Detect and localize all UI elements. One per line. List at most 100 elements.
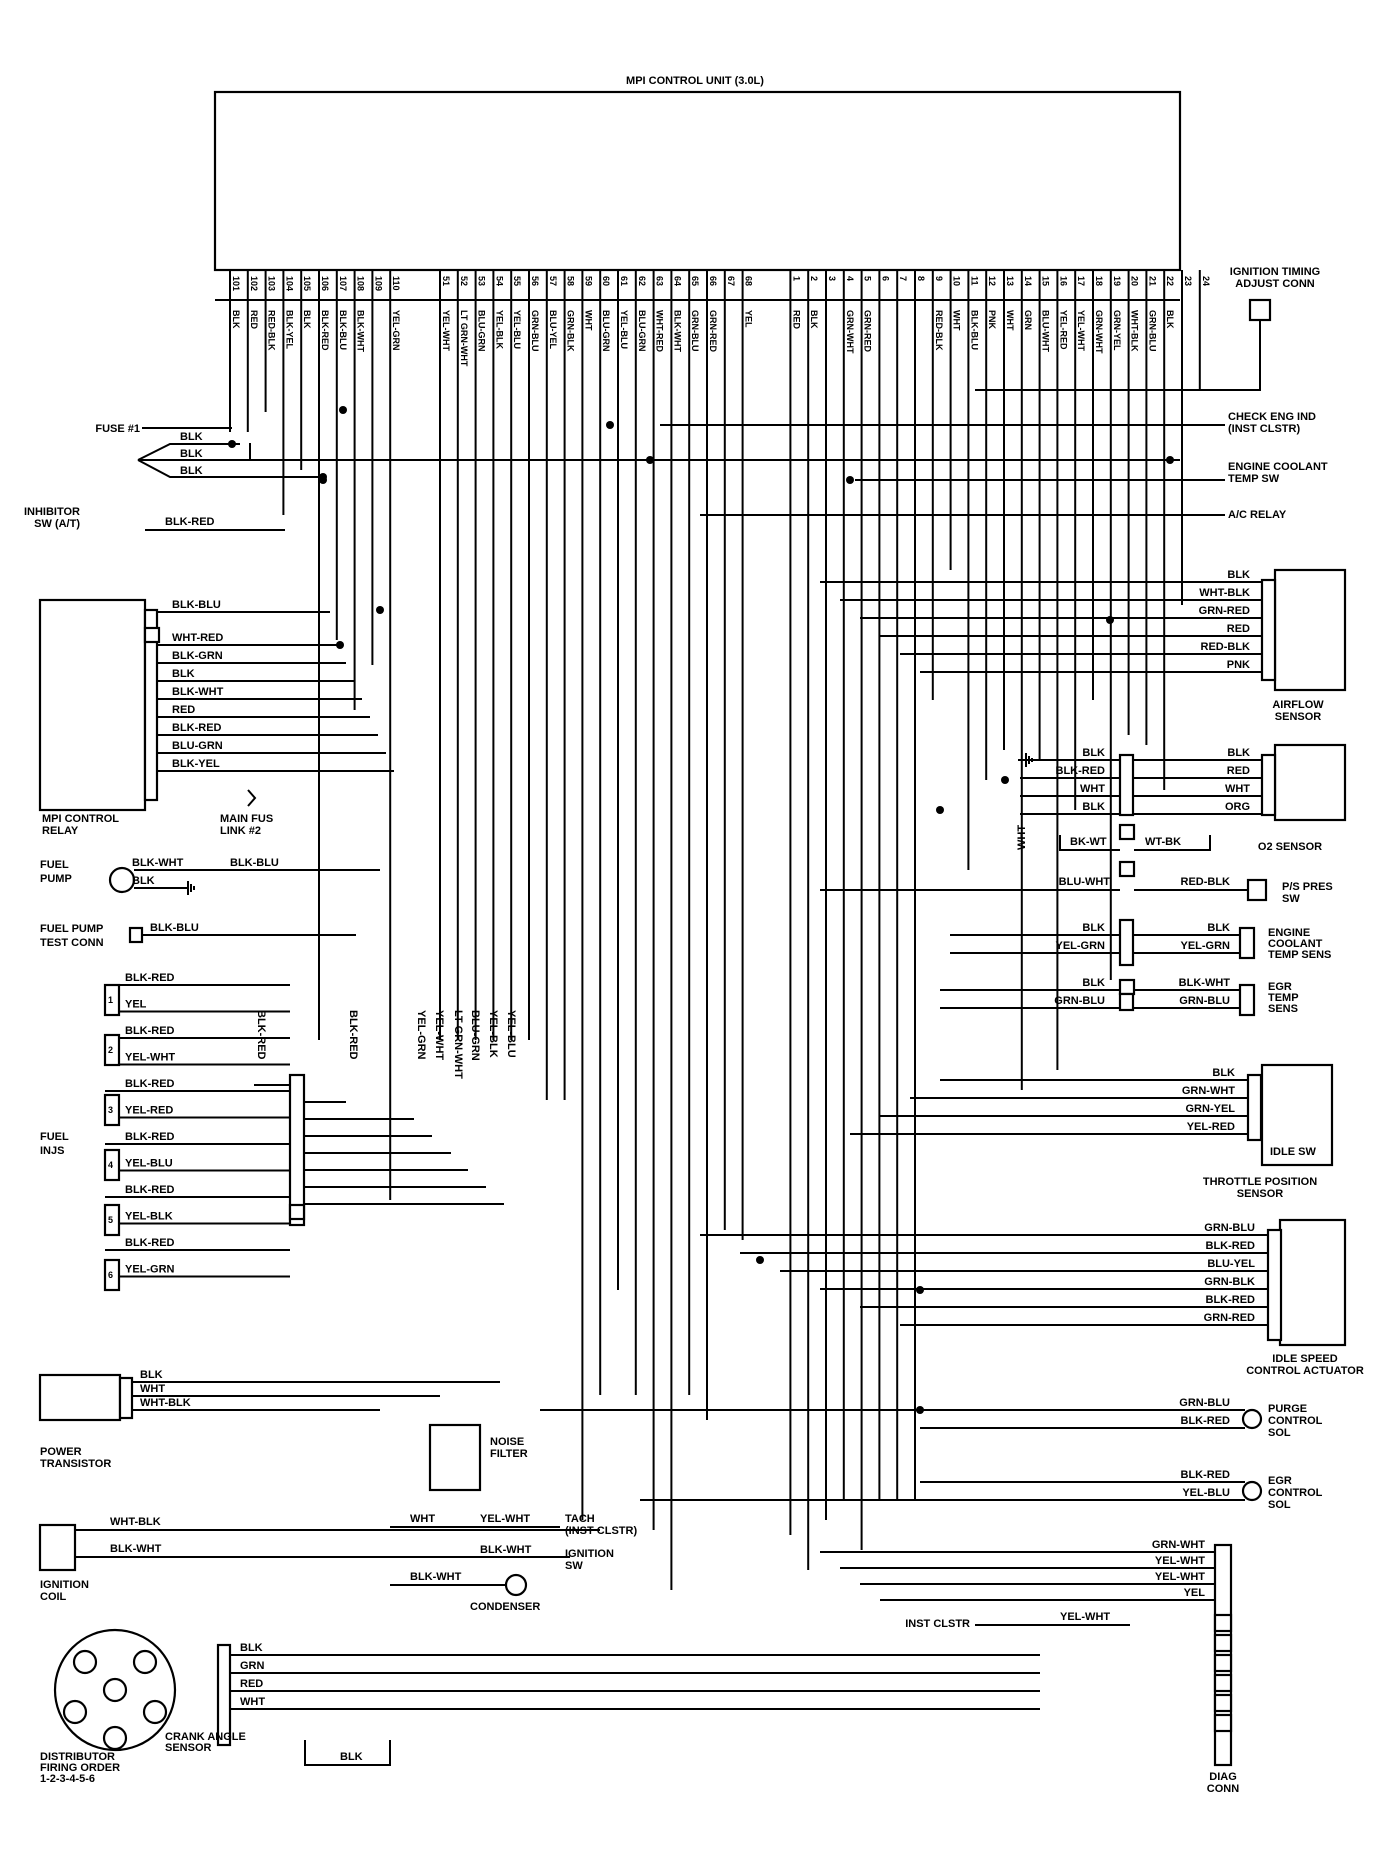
ecu-wire-color: BLU-GRN	[637, 310, 647, 352]
shield-wire-color: BLK	[340, 1751, 363, 1763]
x-cavity	[1118, 978, 1136, 996]
ecu-pin-label: 18	[1094, 276, 1104, 286]
ecu-wire-color: YEL-RED	[1058, 310, 1068, 350]
x-cavity	[1213, 1693, 1233, 1713]
vertical-wire-color: YEL-GRN	[415, 1010, 427, 1060]
crank-wire-color: GRN	[240, 1660, 265, 1672]
egr-left-wire-color: BLK	[1082, 977, 1105, 989]
splice-dot	[1106, 616, 1114, 624]
ecu-pin-label: 102	[249, 276, 259, 291]
purge-wire-color: GRN-BLU	[1179, 1397, 1230, 1409]
ecu-wire-color: WHT-BLK	[1130, 310, 1140, 352]
injector-number: 5	[108, 1215, 113, 1225]
tps-wire-color: GRN-YEL	[1186, 1103, 1236, 1115]
injectors-label: INJS	[40, 1145, 64, 1157]
ecu-wire-color: WHT-RED	[655, 310, 665, 352]
ecu-pin-label: 106	[320, 276, 330, 291]
ecu-box	[213, 90, 1182, 272]
ecu-pin-label: 55	[512, 276, 522, 286]
relay-wire-color: BLK-RED	[172, 722, 222, 734]
tps-wire-color: BLK	[1212, 1067, 1235, 1079]
ignition-coil-label: IGNITION	[40, 1579, 89, 1591]
tps-label: THROTTLE POSITION	[1203, 1176, 1317, 1188]
noise-wire-color: WHT	[410, 1513, 435, 1525]
ecu-wire-color: YEL-BLK	[494, 310, 504, 349]
egr-left-wire-color: GRN-BLU	[1054, 995, 1105, 1007]
splice-dot	[376, 606, 384, 614]
ecu-wire-color: RED-BLK	[267, 310, 277, 351]
ecu-title: MPI CONTROL UNIT (3.0L)	[626, 75, 764, 87]
relay-wire-color: BLU-GRN	[172, 740, 223, 752]
egr-sol-label: CONTROL	[1268, 1487, 1323, 1499]
noise-filter-label: FILTER	[490, 1448, 528, 1460]
ecu-pin-label: 15	[1041, 276, 1051, 286]
condenser-wire-color: BLK-WHT	[410, 1571, 462, 1583]
ecu-wire-color: BLU-GRN	[477, 310, 487, 351]
components	[38, 90, 1347, 1767]
distributor-terminal	[72, 1649, 98, 1675]
ecu-pin-label: 64	[672, 276, 682, 286]
egr-sol-wire-color: BLK-RED	[1181, 1469, 1231, 1481]
condenser	[504, 1573, 528, 1597]
vertical-wire-color: BLK-RED	[255, 1010, 267, 1060]
fuel-pump-motor	[108, 866, 136, 894]
ecu-pin-label: 101	[231, 276, 241, 291]
coil-wire-color: BLK-WHT	[110, 1543, 162, 1555]
ecu-wire-color: GRN	[1023, 310, 1033, 330]
ecu-pin-label: 23	[1183, 276, 1193, 286]
distributor-terminal	[102, 1725, 128, 1751]
relay-wire-color: WHT-RED	[172, 632, 223, 644]
ecu-wire-color: YEL-BLU	[512, 310, 522, 349]
ecu-pin-label: 66	[708, 276, 718, 286]
pump-wire-color: BLK	[132, 875, 155, 887]
fuse-label: FUSE #1	[95, 423, 140, 435]
pt-wire-color: BLK	[140, 1369, 163, 1381]
injector-body	[103, 1093, 121, 1127]
injector-wire-color: BLK-RED	[125, 972, 175, 984]
airflow-wire-color: PNK	[1227, 659, 1250, 671]
ecu-pin-label: 107	[338, 276, 348, 291]
splice-dot	[936, 806, 944, 814]
ecu-wire-color: BLK-BLU	[338, 310, 348, 350]
inhibitor-wire-color: BLK-RED	[165, 516, 215, 528]
diag-label: DIAG	[1209, 1771, 1237, 1783]
coolant-mid-connector	[1118, 918, 1135, 967]
splice-dot	[916, 1286, 924, 1294]
ecu-pin-label: 59	[583, 276, 593, 286]
crank-connector	[216, 1643, 232, 1747]
bk-wt-wire	[1059, 835, 1120, 851]
egr-sol-label: SOL	[1268, 1499, 1291, 1511]
airflow-wire-color: RED-BLK	[1201, 641, 1251, 653]
ecu-pin-label: 3	[827, 276, 837, 281]
fuse-wire-color: BLK	[180, 465, 203, 477]
ecu-wire-color: BLK-WHT	[672, 310, 682, 352]
vertical-wire-color: YEL-WHT	[433, 1010, 445, 1060]
ecu-wire-color: WHT	[583, 310, 593, 331]
ecu-wire-color: WHT	[1005, 310, 1015, 331]
injector-wire-color: BLK-RED	[125, 1184, 175, 1196]
coolant-right-wire-color: YEL-GRN	[1181, 940, 1231, 952]
x-cavity	[143, 626, 161, 644]
airflow-wire-color: BLK	[1227, 569, 1250, 581]
x-cavity	[1213, 1653, 1233, 1673]
pump-wire-color: BLK-BLU	[230, 857, 279, 869]
airflow-label: SENSOR	[1275, 711, 1322, 723]
ecu-pin-label: 109	[373, 276, 383, 291]
fuel-pump-label: FUEL	[40, 859, 69, 871]
ign-timing-label: IGNITION TIMING	[1230, 266, 1320, 278]
distributor-label: FIRING ORDER	[40, 1762, 120, 1774]
idle-sw-label: IDLE SW	[1270, 1146, 1316, 1158]
relay-connector	[143, 608, 159, 802]
ecu-pin-label: 68	[744, 276, 754, 286]
ecu-wire-color: BLK-YEL	[284, 310, 294, 349]
ecu-wire-color: BLU-WHT	[1041, 310, 1051, 352]
ecu-pin-label: 19	[1112, 276, 1122, 286]
check-eng-label: (INST CLSTR)	[1228, 423, 1300, 435]
ecu-wire-color: YEL-GRN	[391, 310, 401, 351]
ecu-pin-label: 108	[356, 276, 366, 291]
ecu-pin-label: 7	[898, 276, 908, 281]
ecu-wire-color: BLU-GRN	[601, 310, 611, 352]
purge-sol	[1241, 1408, 1263, 1430]
ecu-wire-color: BLK	[302, 310, 312, 329]
relay-box	[38, 598, 147, 812]
